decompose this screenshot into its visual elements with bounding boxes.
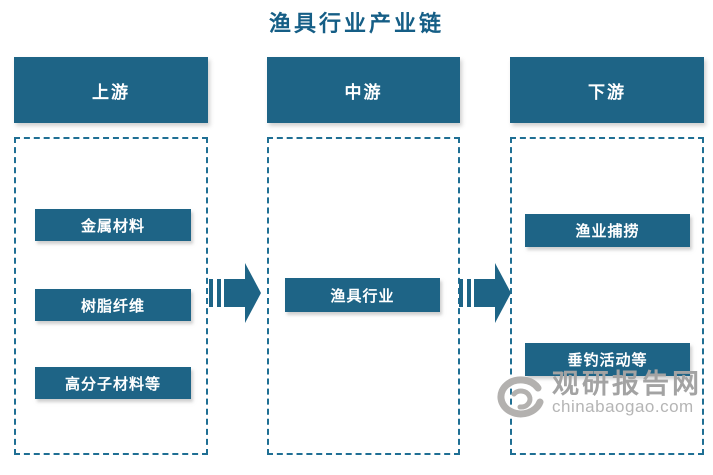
- diagram-title: 渔具行业产业链: [268, 11, 444, 37]
- watermark-site-url: chinabaogao.com: [552, 397, 694, 417]
- column-midstream: 中游 渔具行业: [267, 0, 460, 475]
- midstream-header: 中游: [267, 57, 460, 123]
- downstream-dashed-zone: [510, 137, 704, 455]
- watermark-site-name: 观研报告网: [552, 369, 702, 399]
- striped-right-arrow-icon: [209, 263, 261, 323]
- downstream-item-fishery-catching: 渔业捕捞: [525, 214, 690, 247]
- column-upstream: 上游 金属材料 树脂纤维 高分子材料等: [14, 0, 208, 475]
- upstream-header: 上游: [14, 57, 208, 123]
- downstream-item-angling-activities: 垂钓活动等: [525, 343, 690, 376]
- upstream-item-metal-materials: 金属材料: [35, 209, 191, 241]
- midstream-item-fishing-gear-industry: 渔具行业: [285, 278, 440, 312]
- column-downstream: 下游 渔业捕捞 垂钓活动等: [510, 0, 704, 475]
- watermark: 观研报告网 chinabaogao.com: [494, 370, 702, 422]
- watermark-text: 观研报告网 chinabaogao.com: [552, 370, 702, 417]
- upstream-item-polymer-materials: 高分子材料等: [35, 367, 191, 399]
- downstream-header: 下游: [510, 57, 704, 123]
- swirl-logo-icon: [497, 376, 544, 418]
- striped-right-arrow-icon: [459, 263, 511, 323]
- upstream-item-resin-fiber: 树脂纤维: [35, 289, 191, 321]
